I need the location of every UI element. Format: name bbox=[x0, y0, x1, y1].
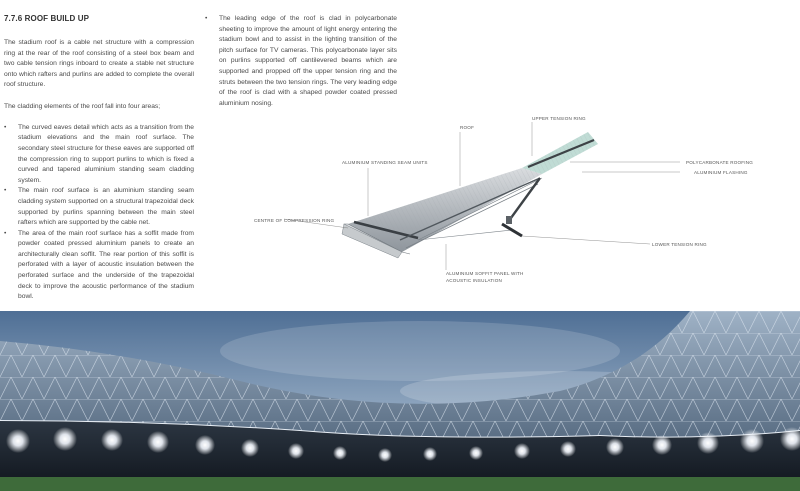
label-lower-tension-ring: LOWER TENSION RING bbox=[652, 242, 707, 247]
label-centre-compression-ring: CENTRE OF COMPRESSION RING bbox=[254, 218, 334, 223]
label-soffit-panel: ALUMINIUM SOFFIT PANEL WITH bbox=[446, 271, 524, 276]
stadium-render-image bbox=[0, 311, 800, 491]
section-heading: 7.7.6 ROOF BUILD UP bbox=[4, 14, 90, 23]
list-item: The area of the main roof surface has a … bbox=[4, 229, 194, 303]
label-aluminium-flashing: ALUMINIUM FLASHING bbox=[694, 170, 748, 175]
roof-buildup-diagram: ROOF UPPER TENSION RING ALUMINIUM STANDI… bbox=[254, 116, 753, 283]
right-text-column: The leading edge of the roof is clad in … bbox=[205, 14, 397, 109]
compression-ring bbox=[353, 220, 419, 240]
intro-paragraph: The stadium roof is a cable net structur… bbox=[4, 39, 194, 89]
cladding-areas-list: The curved eaves detail which acts as a … bbox=[4, 123, 194, 303]
strut bbox=[507, 177, 541, 223]
label-upper-tension-ring: UPPER TENSION RING bbox=[532, 116, 586, 121]
stadium-stands bbox=[0, 421, 800, 479]
label-acoustic-insulation: ACOUSTIC INSULATION bbox=[446, 278, 502, 283]
label-roof: ROOF bbox=[460, 125, 474, 130]
list-item: The curved eaves detail which acts as a … bbox=[4, 123, 194, 187]
label-polycarbonate-roofing: POLYCARBONATE ROOFING bbox=[686, 160, 753, 165]
lower-tension-ring bbox=[501, 222, 523, 238]
left-text-column: The stadium roof is a cable net structur… bbox=[4, 38, 194, 303]
areas-intro-paragraph: The cladding elements of the roof fall i… bbox=[4, 102, 161, 110]
floodlights bbox=[6, 427, 800, 462]
upper-tension-ring bbox=[527, 138, 595, 169]
pitch bbox=[0, 477, 800, 491]
label-aluminium-standing-seam: ALUMINIUM STANDING SEAM UNITS bbox=[342, 160, 428, 165]
list-item: The leading edge of the roof is clad in … bbox=[205, 14, 397, 109]
list-item: The main roof surface is an aluminium st… bbox=[4, 186, 194, 228]
